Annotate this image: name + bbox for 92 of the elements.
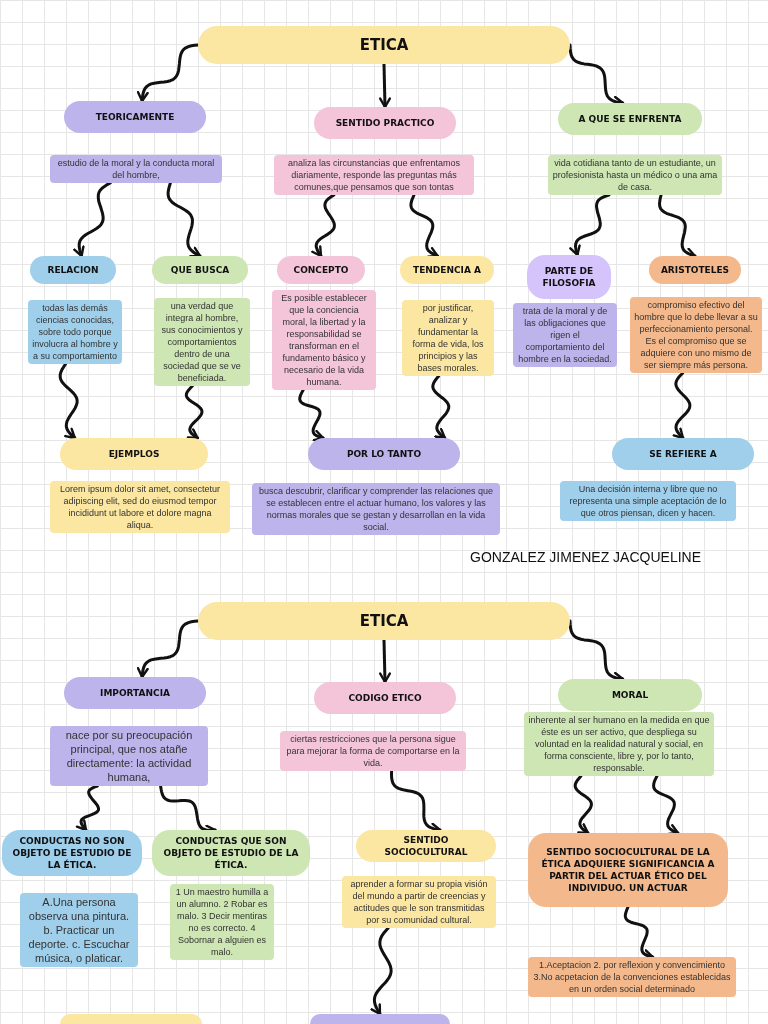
pill-label: TENDENCIA A [413, 264, 481, 276]
curly-arrow [379, 62, 391, 109]
title-pill [198, 602, 570, 640]
topic-pill [558, 103, 702, 135]
pill-label: SENTIDO PRACTICO [335, 117, 435, 129]
topic-pill [356, 830, 496, 862]
note-box [560, 481, 736, 521]
note-text: todas las demás ciencias conocidas, sobre todo porque involucra al hombre y a su comportamiento [32, 302, 118, 362]
note-text: una verdad que integra al hombre, sus conocimientos y comportamientos dentro de una sociedad que se ve beneficiada. [160, 300, 244, 384]
topic-pill [64, 677, 206, 709]
topic-pill [612, 438, 754, 470]
pill-label: SE REFIERE A [649, 448, 717, 460]
pill-label: QUE BUSCA [170, 264, 230, 276]
curly-arrow [184, 384, 204, 440]
curly-arrow [569, 193, 611, 257]
curly-arrow [672, 371, 692, 440]
pill-shape [60, 1014, 202, 1024]
note-box [272, 290, 376, 390]
note-text: aprender a formar su propia visión del mundo a partir de creencias y actitudes que le son transmitidas por su comunidad cultural. [349, 878, 489, 926]
pill-label: CONDUCTAS QUE SON OBJETO DE ESTUDIO DE LA ÉTICA. [162, 835, 300, 871]
topic-pill [277, 256, 365, 284]
pill-shape [310, 1014, 450, 1024]
pill-label: SENTIDO SOCIOCULTURAL [383, 834, 469, 858]
note-box [274, 155, 474, 195]
topic-pill [314, 107, 456, 139]
pill-label: PARTE DE FILOSOFIA [541, 265, 597, 289]
title-pill [198, 26, 570, 64]
topic-pill [152, 256, 248, 284]
curly-arrow [298, 388, 325, 442]
author-name: GONZALEZ JIMENEZ JACQUELINE [470, 548, 702, 567]
note-box [50, 155, 222, 183]
curly-arrow [573, 774, 593, 835]
note-text: por justificar, analizar y fundamentar la forma de vida, los principios y las bases morales. [411, 302, 485, 374]
curly-arrow [431, 374, 451, 440]
note-text: nace por su preocupación principal, que nos atañe directamente: la actividad humana, [64, 728, 194, 784]
pill-label: ETICA [359, 34, 409, 56]
note-text: 1 Un maestro humilla a un alumno. 2 Robar es malo. 3 Decir mentiras no es correcto. 4 Sobornar a alguien es malo. [174, 886, 270, 958]
curly-arrow [311, 193, 336, 258]
pill-label: ETICA [359, 610, 409, 632]
pill-label: CONDUCTAS NO SON OBJETO DE ESTUDIO DE LA ÉTICA. [11, 835, 133, 871]
pill-label: EJEMPLOS [108, 448, 160, 460]
pill-label: CONCEPTO [293, 264, 349, 276]
topic-pill [649, 256, 741, 284]
topic-pill [558, 679, 702, 711]
note-text: busca descubrir, clarificar y comprender las relaciones que se establecen entre el actuar humano, los valores y las normas morales que se gestan y desarrollan en la vida social. [257, 485, 495, 533]
pill-label: IMPORTANCIA [100, 687, 170, 699]
note-text: A.Una persona observa una pintura. b. Practicar un deporte. c. Escuchar música, o platicar. [27, 895, 131, 965]
curly-arrow [166, 181, 202, 258]
topic-pill [64, 101, 206, 133]
topic-pill [308, 438, 460, 470]
note-text: inherente al ser humano en la medida en que éste es un ser activo, que despliega su voluntad en la realidad natural y social, en forma consciente, libre y, por lo tanto, responsable. [528, 714, 710, 774]
pill-label: RELACION [47, 264, 99, 276]
curly-arrow [370, 926, 393, 1016]
pill-label: CODIGO ETICO [348, 692, 422, 704]
topic-pill [2, 830, 142, 876]
note-box [50, 481, 230, 533]
note-text: ciertas restricciones que la persona sigue para mejorar la forma de comportarse en la vida. [285, 733, 461, 769]
curly-arrow [136, 43, 200, 103]
topic-pill [60, 438, 208, 470]
pill-label: SENTIDO SOCIOCULTURAL DE LA ÉTICA ADQUIERE SIGNIFICANCIA A PARTIR DEL ACTUAR ÉTICO DEL INDIVIDUO. UN ACTUAR [540, 846, 716, 894]
pill-label: TEORICAMENTE [95, 111, 175, 123]
note-text: estudio de la moral y la conducta moral del hombre, [56, 157, 216, 181]
curly-arrow [409, 193, 440, 258]
topic-pill [30, 256, 116, 284]
note-text: 1.Aceptacion 2. por reflexion y convencimiento 3.No acpetacion de la convenciones establecidas en un orden social determinado [532, 959, 732, 995]
note-box [20, 893, 138, 967]
curly-arrow [73, 181, 112, 258]
pill-label: A QUE SE ENFRENTA [578, 113, 682, 125]
curly-arrow [75, 784, 100, 832]
note-text: trata de la moral y de las obligaciones que rigen el comportamiento del hombre en la sociedad. [517, 305, 613, 365]
note-text: Una decisión interna y libre que no representa una simple aceptación de lo que otros piensan, dicen y hacen. [568, 483, 728, 519]
topic-pill [527, 255, 611, 299]
note-text: compromiso efectivo del hombre que lo debe llevar a su perfeccionamiento personal. Es el compromiso que se adquiere con uno mismo de ser siempre más persona. [634, 299, 758, 371]
topic-pill [528, 833, 728, 907]
pill-label: POR LO TANTO [346, 448, 422, 460]
topic-pill [400, 256, 494, 284]
note-box [50, 726, 208, 786]
note-text: analiza las circunstancias que enfrentamos diariamente, responde las preguntas más comunes,que pensamos que son tontas [286, 157, 462, 193]
note-text: Lorem ipsum dolor sit amet, consectetur adipiscing elit, sed do eiusmod tempor incididunt ut labore et dolore magna aliqua. [58, 483, 222, 531]
topic-pill [152, 830, 310, 876]
note-box [402, 300, 494, 376]
curly-arrow [58, 362, 79, 440]
pill-label: MORAL [611, 689, 649, 701]
pill-label: ARISTOTELES [660, 264, 730, 276]
curly-arrow [379, 638, 391, 684]
note-text: Es posible establecer que la conciencia moral, la libertad y la responsabilidad se transforman en el fundamento básico y necesario de la vida humana. [280, 292, 368, 388]
note-box [342, 876, 496, 928]
note-box [154, 298, 250, 386]
curly-arrow [652, 774, 680, 836]
topic-pill [314, 682, 456, 714]
curly-arrow [136, 619, 200, 679]
note-text: vida cotidiana tanto de un estudiante, un profesionista hasta un médico o una ama de casa. [552, 157, 718, 193]
